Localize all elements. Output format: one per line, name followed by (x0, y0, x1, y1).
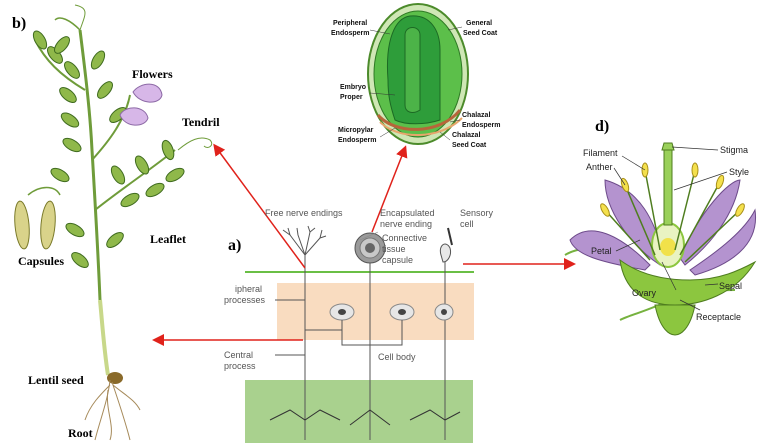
peripheral-endosperm-label-2: Endosperm (331, 30, 370, 37)
cell-body-label: Cell body (378, 352, 416, 362)
dermis-band (245, 380, 473, 443)
chalazal-seed-coat-label-2: Seed Coat (452, 142, 487, 149)
connective-label-1: Connective (382, 233, 427, 243)
central-process-label-2: process (224, 361, 256, 371)
embryo-proper-label-2: Proper (340, 94, 363, 101)
stigma-label: Stigma (720, 145, 748, 155)
peripheral-processes-label-1: ipheral (235, 284, 262, 294)
embryo-proper-label-1: Embryo (340, 84, 366, 91)
peripheral-endosperm-label-1: Peripheral (333, 20, 367, 27)
sensory-label-1: Sensory (460, 208, 494, 218)
capsules-label: Capsules (18, 254, 64, 268)
receptacle-label: Receptacle (696, 312, 741, 322)
chalazal-seed-coat-label-1: Chalazal (452, 132, 480, 139)
general-seed-coat-label-2: Seed Coat (463, 30, 498, 37)
micropylar-endosperm-label-1: Micropylar (338, 127, 374, 134)
general-seed-coat-label-1: General (466, 20, 492, 27)
lentil-seed-label: Lentil seed (28, 373, 84, 387)
anther-label: Anther (586, 162, 613, 172)
free-nerve-endings-label: Free nerve endings (265, 208, 343, 218)
petal-label: Petal (591, 246, 612, 256)
panel-a-label: a) (228, 237, 241, 254)
micropylar-endosperm-label-2: Endosperm (338, 137, 377, 144)
peripheral-processes-label-2: processes (224, 295, 266, 305)
filament-label: Filament (583, 148, 618, 158)
sensory-label-2: cell (460, 219, 474, 229)
ovary-label: Ovary (632, 288, 657, 298)
chalazal-endosperm-label-1: Chalazal (462, 112, 490, 119)
panel-d-label: d) (595, 118, 609, 135)
nerve-endings-diagram (245, 226, 474, 443)
encapsulated-label-1: Encapsulated (380, 208, 435, 218)
panel-b-label: b) (12, 15, 26, 32)
tendril-label: Tendril (182, 115, 220, 129)
encapsulated-label-2: nerve ending (380, 219, 432, 229)
central-process-label-1: Central (224, 350, 253, 360)
connective-label-3: capsule (382, 255, 413, 265)
leaflet-label: Leaflet (150, 232, 186, 246)
chalazal-endosperm-label-2: Endosperm (462, 122, 501, 129)
flowers-label: Flowers (132, 67, 173, 81)
sepal-label: Sepal (719, 281, 742, 291)
style-label: Style (729, 167, 749, 177)
root-label: Root (68, 426, 93, 440)
seed-section-illustration (368, 4, 468, 144)
connective-label-2: tissue (382, 244, 406, 254)
